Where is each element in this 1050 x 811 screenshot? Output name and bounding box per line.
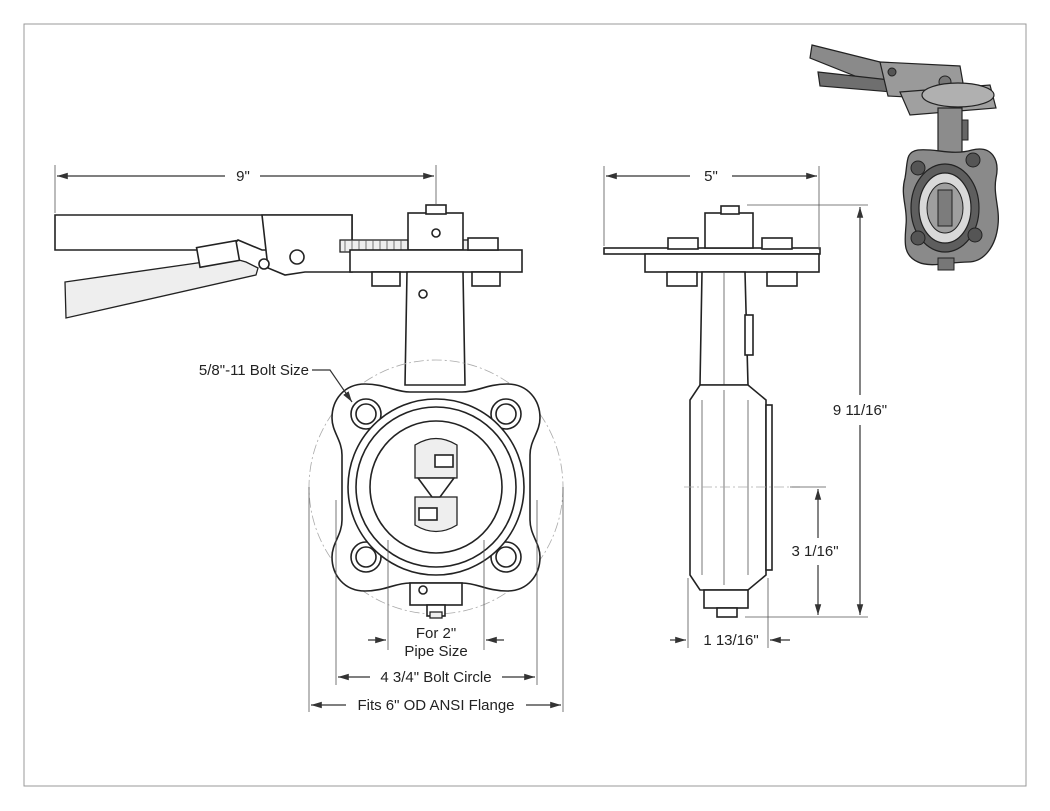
valve-disc bbox=[414, 437, 458, 533]
dim-pipe-size-line1: For 2" bbox=[416, 625, 456, 642]
front-dimensions bbox=[54, 165, 564, 712]
dim-handle-length: 9" bbox=[236, 168, 250, 185]
isometric-valve-render bbox=[809, 44, 1000, 271]
dim-flange-fit: Fits 6" OD ANSI Flange bbox=[357, 697, 514, 714]
side-top-plate bbox=[644, 253, 820, 273]
dim-body-width: 1 13/16" bbox=[703, 632, 758, 649]
dim-bolt-size: 5/8"-11 Bolt Size bbox=[199, 362, 309, 379]
front-view bbox=[54, 204, 564, 619]
handle-latch bbox=[64, 257, 259, 319]
dim-overall-height: 9 11/16" bbox=[833, 402, 887, 419]
side-body bbox=[689, 384, 767, 591]
top-plate bbox=[349, 249, 523, 273]
side-dimensions bbox=[603, 166, 868, 648]
bottom-boss bbox=[409, 582, 463, 606]
dim-pipe-size-line2: Pipe Size bbox=[404, 643, 467, 660]
bolt-holes bbox=[350, 398, 522, 573]
handle-hinge bbox=[261, 214, 353, 276]
dim-top-width: 5" bbox=[704, 168, 718, 185]
dim-center-height: 3 1/16" bbox=[791, 543, 838, 560]
side-view bbox=[603, 205, 821, 618]
dim-bolt-circle: 4 3/4" Bolt Circle bbox=[380, 669, 491, 686]
top-nuts bbox=[371, 237, 501, 287]
neck bbox=[404, 271, 466, 386]
drawing-border bbox=[23, 23, 1027, 787]
